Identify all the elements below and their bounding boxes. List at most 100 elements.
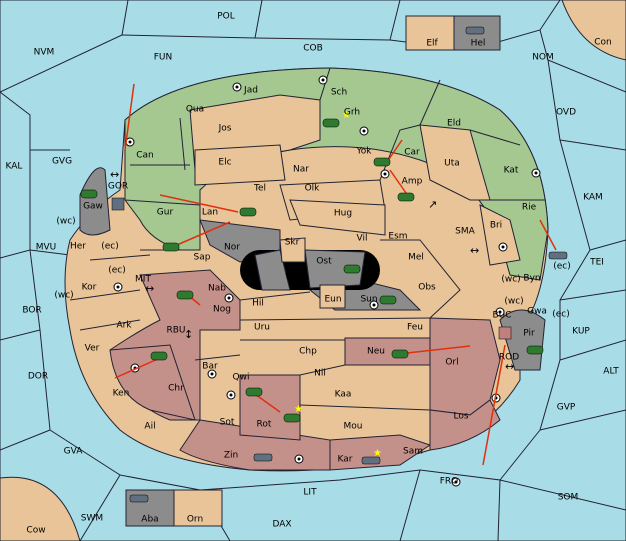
label-tel: Tel [253,184,266,194]
svg-text:↔: ↔ [470,244,479,257]
label-fun: FUN [154,53,173,63]
label-mvu: MVU [36,243,57,253]
tank-icon [526,345,544,355]
label-sma: SMA [455,227,475,237]
region-uta[interactable] [419,124,491,201]
region-elf[interactable] [405,15,455,51]
label-uta: Uta [444,159,460,169]
label-wc-her: (wc) [56,217,75,227]
order-arrows [114,83,557,466]
tank-icon [379,295,397,305]
tank-icon: ★ [283,404,303,423]
label-sot: Sot [220,418,235,428]
label-ec-rie: (ec) [553,262,571,272]
label-web: Web [285,273,305,283]
region-eun[interactable] [319,284,346,309]
label-hil: Hil [252,299,264,309]
label-pol: POL [217,12,235,22]
label-jad: Jad [243,86,258,96]
label-kaa: Kaa [335,390,352,400]
region-borders [69,67,545,411]
tank-icon [150,351,168,361]
label-ec-gwa: (ec) [552,310,570,320]
label-sam: Sam [403,447,423,457]
label-kam: KAM [583,193,603,203]
label-wc-kor: (wc) [54,291,73,301]
label-los: Los [453,412,468,422]
tank-icon [80,189,98,199]
region-zin[interactable] [179,419,331,471]
region-orn[interactable] [173,489,223,527]
label-vil: Vil [357,234,368,244]
label-amp: Amp [402,177,423,187]
label-buc: BUC [492,311,511,321]
label-nor: Nor [224,243,240,253]
region-bri[interactable] [479,204,521,266]
svg-text:↔: ↔ [110,168,119,181]
label-sch: Sch [331,88,347,98]
label-byn: Byn [523,274,540,284]
label-gvp: GVP [557,403,576,413]
ship-icon [129,494,149,503]
region-rot[interactable] [239,374,301,441]
ship-icon: ★ [361,448,382,465]
region-skr[interactable] [279,237,306,263]
label-sap: Sap [194,253,211,263]
supply-centers [113,75,541,487]
tank-icon: ★ [322,110,351,128]
label-olk: Olk [305,184,321,194]
label-ver: Ver [85,344,100,354]
label-hel: Hel [471,39,486,49]
label-gur: Gur [157,208,174,218]
label-dax: DAX [272,520,291,530]
label-gwa: Gwa [527,307,547,317]
label-gvg: GVG [52,157,72,167]
label-rot: Rot [257,420,272,430]
tank-icon [245,387,263,397]
region-kar[interactable] [329,434,432,471]
region-los[interactable] [429,399,501,451]
label-mit: MIT [135,275,151,285]
label-qua: Qua [186,105,204,115]
region-elc[interactable] [194,144,286,186]
label-esm: Esm [388,232,407,242]
label-bor: BOR [22,306,41,316]
label-kat: Kat [504,166,519,176]
label-aba: Aba [141,515,158,525]
tank-icon [176,290,194,300]
tank-icon [391,349,409,359]
label-obs: Obs [418,283,436,293]
label-ovd: OVD [556,108,576,118]
label-kal: KAL [6,162,23,172]
label-ail: Ail [144,422,155,432]
units: ★ ★ ★ [80,26,568,503]
region-ost[interactable] [304,249,366,289]
region-gaw[interactable] [79,167,111,236]
label-som: SOM [558,493,579,503]
region-labels: POL NVM FUN COB NOM Con Elf Hel OVD KAL … [6,12,620,536]
label-bri: Bri [490,221,502,231]
label-kar: Kar [338,455,353,465]
label-mou: Mou [344,422,363,432]
label-rie: Rie [522,203,537,213]
svg-text:↔: ↔ [145,282,154,295]
tank-icon [343,264,361,274]
label-rod: ROD [499,353,519,363]
region-chr[interactable] [109,344,196,421]
label-lan: Lan [202,208,218,218]
label-nog: Nog [213,305,231,315]
label-cob: COB [303,44,323,54]
label-ken: Ken [113,389,130,399]
label-chr: Chr [168,384,184,394]
region-hug[interactable] [289,199,386,236]
region-web[interactable] [254,249,291,291]
label-can: Can [136,151,154,161]
label-ec-her: (ec) [101,242,119,252]
label-zin: Zin [224,451,238,461]
ship-icon [498,326,512,340]
label-her: Her [70,242,86,252]
label-skr: Skr [285,238,300,248]
label-ec-kor: (ec) [108,266,126,276]
region-pir[interactable] [499,309,546,371]
label-kor: Kor [82,283,97,293]
